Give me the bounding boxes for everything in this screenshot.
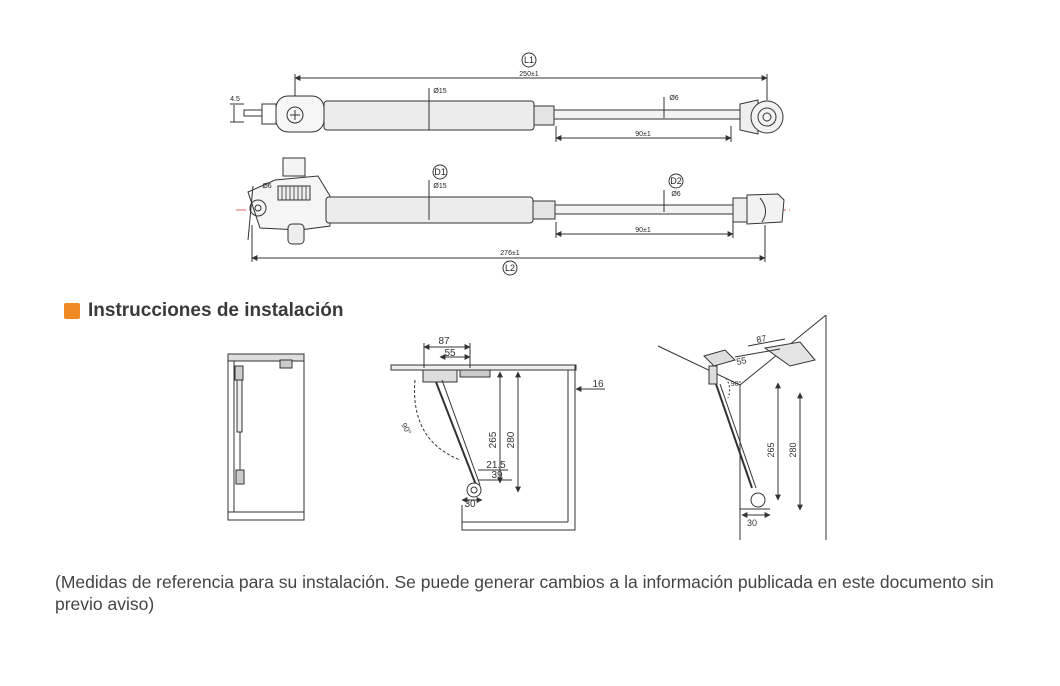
- label-rod-bottom: 90±1: [635, 227, 651, 234]
- side-install-labels: 87 55 16 265 280 21.5 39 30 90°: [399, 336, 604, 510]
- gas-strut-side-view: [236, 157, 790, 276]
- technical-drawings: L1 250±1 4.5 Ø15 Ø6 90±1: [227, 52, 827, 540]
- label-L2: L2: [505, 263, 515, 273]
- label-L2-value: 276±1: [500, 250, 520, 257]
- label-dia15-top: Ø15: [433, 88, 446, 95]
- section-title: Instrucciones de instalación: [64, 300, 344, 322]
- section-title-text: Instrucciones de instalación: [88, 300, 344, 321]
- label-L1-value: 250±1: [519, 71, 539, 78]
- label-rod-top: 90±1: [635, 131, 651, 138]
- label-55-iso: 55: [735, 355, 747, 367]
- label-angle-iso: 90°: [731, 380, 742, 388]
- orange-square-icon: [64, 303, 80, 319]
- label-87-iso: 87: [755, 333, 767, 345]
- label-16-side: 16: [592, 379, 604, 390]
- label-265-side: 265: [488, 431, 499, 448]
- gas-strut-top-view: [230, 52, 784, 142]
- label-dia15-bottom: Ø15: [433, 183, 446, 190]
- label-39-side: 39: [491, 470, 503, 481]
- label-L1: L1: [524, 55, 534, 65]
- label-87-side: 87: [438, 336, 450, 347]
- cabinet-side-view: [390, 343, 605, 531]
- label-280-side: 280: [506, 431, 517, 448]
- iso-install-labels: 87 55 265 280 30 90°: [731, 333, 798, 528]
- label-55-side: 55: [444, 348, 456, 359]
- label-dia6-eye: Ø6: [262, 183, 271, 190]
- label-dim-45: 4.5: [230, 96, 240, 103]
- label-dia6-bottom: Ø6: [671, 191, 680, 198]
- label-265-iso: 265: [766, 442, 776, 457]
- label-angle-side: 90°: [399, 421, 413, 436]
- label-D2: D2: [670, 176, 682, 186]
- label-215-side: 21.5: [486, 460, 506, 471]
- label-dia6-top: Ø6: [669, 95, 678, 102]
- top-view-labels: L1 250±1 4.5 Ø15 Ø6 90±1: [230, 55, 679, 138]
- side-view-labels: D1 Ø15 D2 Ø6 Ø6 90±1 276±1 L2: [262, 167, 681, 273]
- cabinet-iso-view: [657, 314, 827, 540]
- cabinet-front-view: [227, 353, 305, 521]
- label-D1: D1: [434, 167, 446, 177]
- label-30-side: 30: [464, 499, 476, 510]
- disclaimer-note: (Medidas de referencia para su instalaci…: [55, 572, 994, 614]
- label-30-iso: 30: [747, 518, 757, 528]
- label-280-iso: 280: [788, 442, 798, 457]
